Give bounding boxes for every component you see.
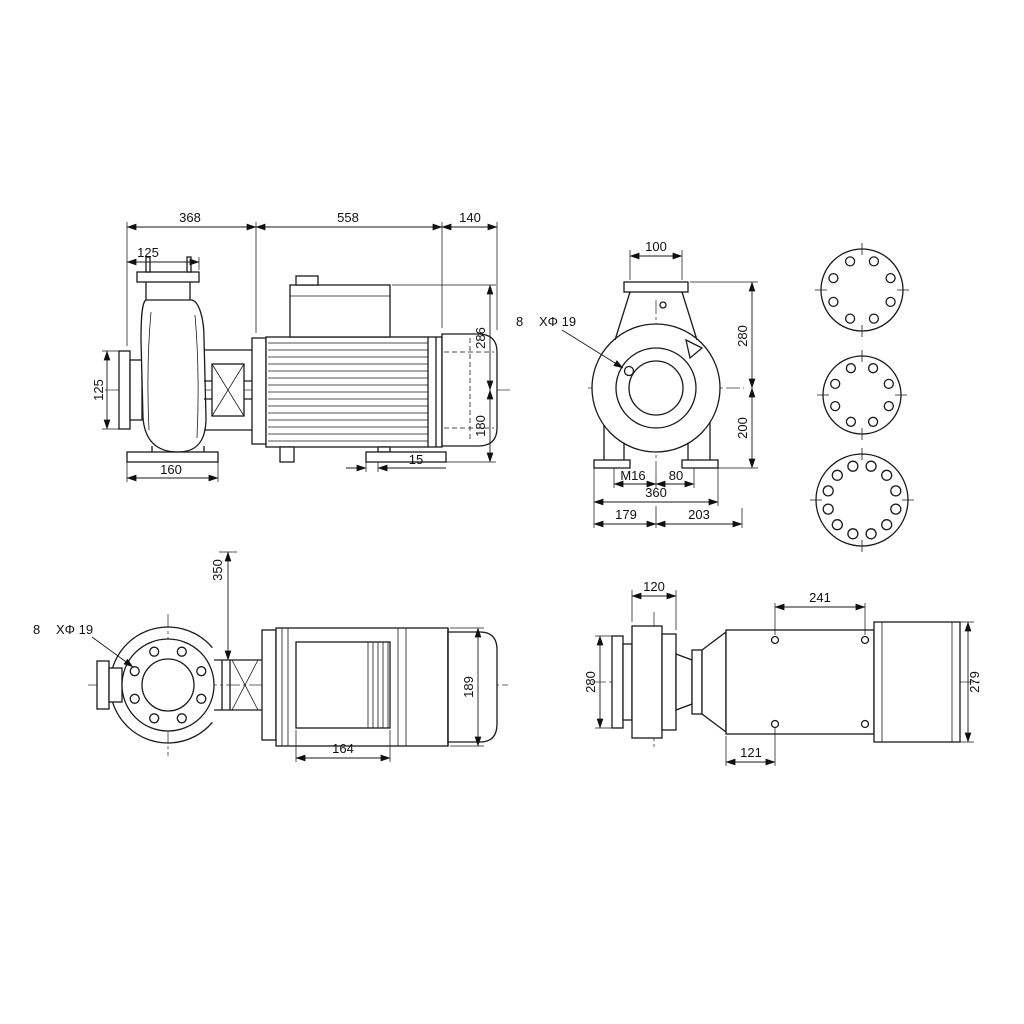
dim-port-width: 100: [645, 239, 667, 254]
dim-foot-edge: 15: [409, 452, 423, 467]
bolt-count-label: 8: [33, 622, 40, 637]
bolt-hole: [623, 365, 635, 377]
dim-motor-width: 189: [461, 676, 476, 698]
dim-block-height: 279: [967, 671, 982, 693]
dim-height-below-cl: 180: [473, 415, 488, 437]
dim-suction-flange-od: 125: [91, 379, 106, 401]
dim-cl-to-flange-face: 350: [210, 559, 225, 581]
dim-cl-to-right: 203: [688, 507, 710, 522]
end-view: 100 8 XΦ 19 280 200 M16 80 360 179 203: [516, 239, 758, 528]
dim-foot-hole-spacing: 80: [669, 468, 683, 483]
dim-motor-length: 558: [337, 210, 359, 225]
dim-cl-to-left: 179: [615, 507, 637, 522]
bolt-spec-label: XΦ 19: [539, 314, 576, 329]
bolt-spec-label: XΦ 19: [56, 622, 93, 637]
dim-fan-cover-length: 140: [459, 210, 481, 225]
top-view: 350 8 XΦ 19 164 189: [33, 551, 508, 762]
dim-flange-offset: 125: [137, 245, 159, 260]
dim-foot-thread: M16: [620, 468, 645, 483]
flange-bolt-hole: [659, 301, 667, 309]
counter-flange-top: [815, 243, 909, 337]
dim-port-width: 120: [643, 579, 665, 594]
dim-cl-to-flange: 280: [735, 325, 750, 347]
dim-cl-to-base: 200: [735, 417, 750, 439]
dim-foot-width: 160: [160, 462, 182, 477]
counter-flange-middle: [817, 350, 907, 440]
dim-hole-spacing: 241: [809, 590, 831, 605]
counter-flange-bottom: [810, 448, 914, 552]
dim-base-width: 360: [645, 485, 667, 500]
base-top-view: 120 241 280 279 121: [583, 579, 982, 766]
rotation-arrow: [685, 338, 704, 360]
dim-flange-od: 280: [583, 671, 598, 693]
dim-pump-length: 368: [179, 210, 201, 225]
bolt-count-label: 8: [516, 314, 523, 329]
side-view: 368 558 140 125 125 286 180 160 15: [91, 210, 512, 482]
dim-hole-offset: 121: [740, 745, 762, 760]
dim-frame-length: 164: [332, 741, 354, 756]
dim-height-above-cl: 286: [473, 327, 488, 349]
